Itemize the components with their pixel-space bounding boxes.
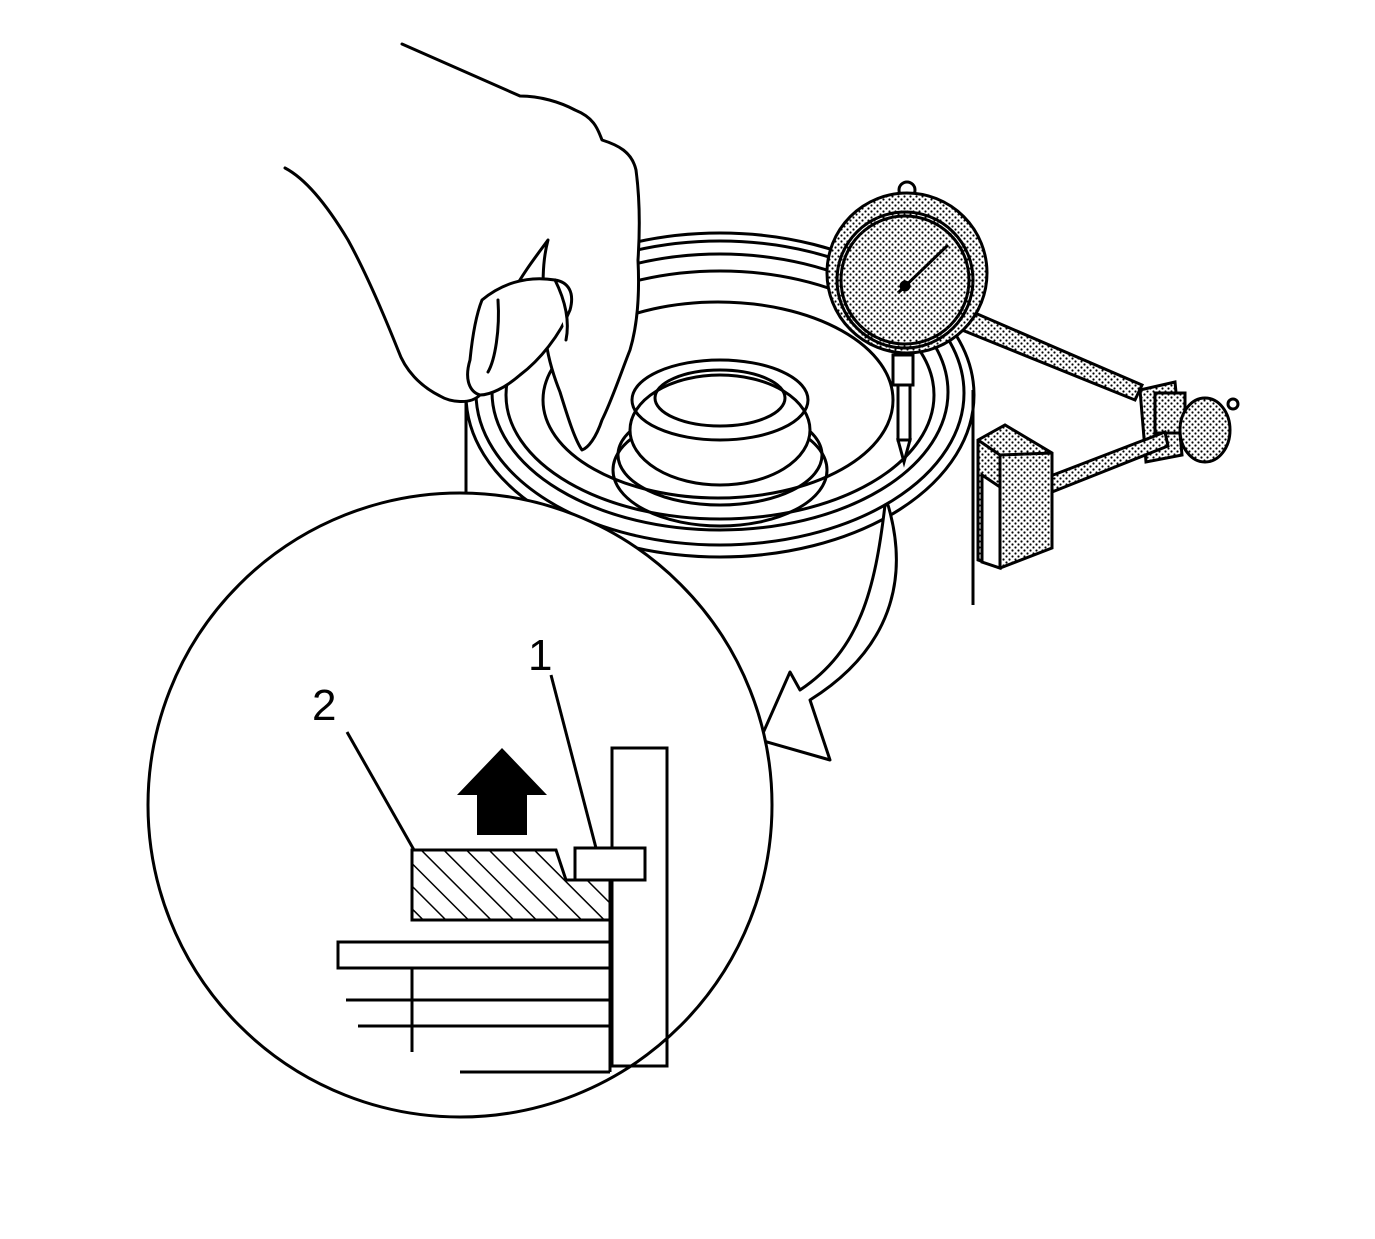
leader-line-1 (549, 674, 598, 849)
detail-inset: 1 2 (146, 491, 774, 1119)
hand-icon (283, 42, 641, 452)
up-arrow-icon (457, 748, 547, 835)
curved-arrow-icon (758, 503, 898, 762)
leader-line-2 (345, 731, 416, 851)
housing (464, 231, 976, 605)
magnetic-base-icon (976, 380, 1240, 571)
callout-2: 2 (312, 681, 336, 730)
snap-ring (573, 846, 647, 882)
dial-indicator-icon (825, 180, 1145, 468)
callout-1: 1 (528, 631, 552, 680)
